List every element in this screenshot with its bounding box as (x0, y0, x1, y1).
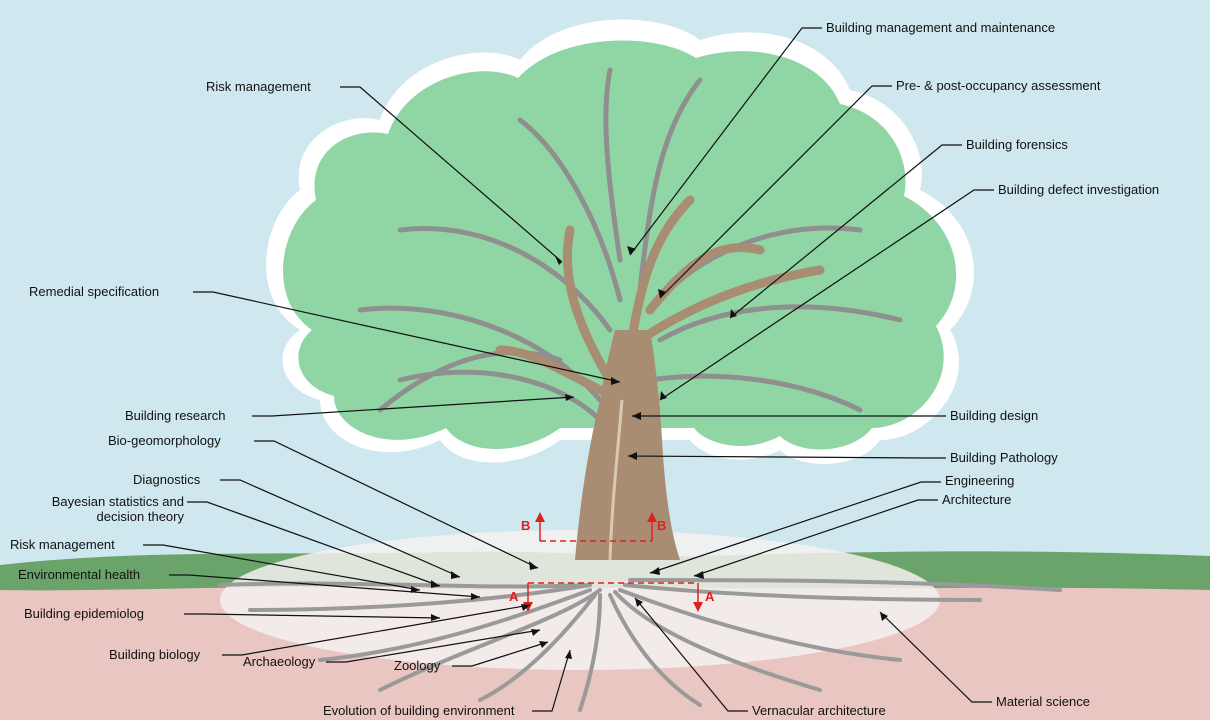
label-zoology: Zoology (394, 658, 440, 673)
label-building-design: Building design (950, 408, 1038, 423)
label-building-biology: Building biology (109, 647, 200, 662)
label-remedial-specification: Remedial specification (29, 284, 159, 299)
label-building-pathology: Building Pathology (950, 450, 1058, 465)
label-bio-geomorphology: Bio-geomorphology (108, 433, 221, 448)
label-material-science: Material science (996, 694, 1090, 709)
label-diagnostics: Diagnostics (133, 472, 200, 487)
label-building-epidemiolog: Building epidemiolog (24, 606, 144, 621)
label-building-management-and-maintenance: Building management and maintenance (826, 20, 1055, 35)
label-archaeology: Archaeology (243, 654, 315, 669)
label-vernacular-architecture: Vernacular architecture (752, 703, 886, 718)
section-b-right-label: B (657, 518, 666, 533)
label-bayesian-statistics: Bayesian statistics and decision theory (10, 494, 184, 524)
label-bayesian-line2: decision theory (10, 509, 184, 524)
label-evolution-of-building-environment: Evolution of building environment (323, 703, 515, 718)
section-a-left-label: A (509, 589, 518, 604)
section-b-left-label: B (521, 518, 530, 533)
label-building-forensics: Building forensics (966, 137, 1068, 152)
label-environmental-health: Environmental health (18, 567, 140, 582)
label-pre-post-occupancy-assessment: Pre- & post-occupancy assessment (896, 78, 1100, 93)
label-risk-management-top: Risk management (206, 79, 311, 94)
label-building-research: Building research (125, 408, 225, 423)
label-architecture: Architecture (942, 492, 1011, 507)
label-engineering: Engineering (945, 473, 1014, 488)
label-building-defect-investigation: Building defect investigation (998, 182, 1159, 197)
section-a-right-label: A (705, 589, 714, 604)
label-bayesian-line1: Bayesian statistics and (10, 494, 184, 509)
label-risk-management-root: Risk management (10, 537, 115, 552)
